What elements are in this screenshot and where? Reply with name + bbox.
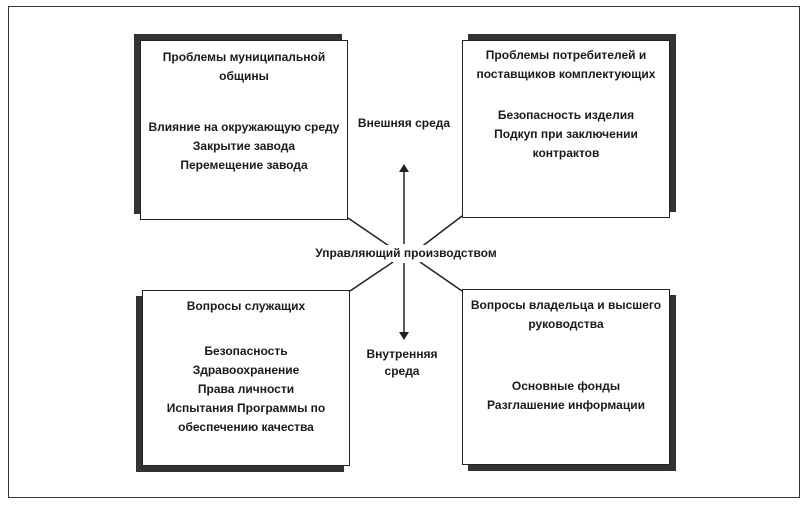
- list-item: Права личности: [197, 382, 295, 396]
- box-item-list: Безопасность изделия Подкуп при заключен…: [463, 106, 669, 163]
- internal-environment-label: Внутренняя среда: [366, 347, 438, 378]
- box-item-list: Безопасность Здравоохранение Права лично…: [143, 342, 349, 437]
- connector-bottom-left: [349, 261, 394, 292]
- box-title: Вопросы владельца и высшего руководства: [470, 298, 662, 331]
- list-item: Подкуп при заключении контрактов: [494, 127, 638, 160]
- list-item: Перемещение завода: [180, 158, 308, 172]
- box-employee-issues: Вопросы служащих Безопасность Здравоохра…: [142, 290, 350, 466]
- connector-top-left: [347, 217, 393, 249]
- list-item: Разглашение информации: [487, 398, 645, 412]
- list-item: Безопасность изделия: [497, 108, 635, 122]
- box-item-list: Влияние на окружающую среду Закрытие зав…: [141, 118, 347, 175]
- center-label: Управляющий производством: [284, 245, 528, 262]
- connector-top-right: [419, 215, 463, 249]
- diagram-frame: [8, 6, 800, 498]
- box-title: Вопросы служащих: [186, 299, 306, 313]
- box-consumer-supplier-issues: Проблемы потребителей и поставщиков комп…: [462, 40, 670, 218]
- list-item: Основные фонды: [511, 379, 621, 393]
- box-title: Проблемы муниципальной общины: [162, 50, 326, 83]
- box-item-list: Основные фонды Разглашение информации: [463, 377, 669, 415]
- box-title: Проблемы потребителей и поставщиков комп…: [476, 48, 656, 81]
- list-item: Здравоохранение: [192, 363, 300, 377]
- list-item: Безопасность: [204, 344, 288, 358]
- list-item: Влияние на окружающую среду: [148, 120, 340, 134]
- box-community-issues: Проблемы муниципальной общины Влияние на…: [140, 40, 348, 220]
- external-environment-label: Внешняя среда: [357, 116, 451, 130]
- connector-bottom-right: [419, 261, 463, 292]
- list-item: Закрытие завода: [192, 139, 296, 153]
- box-owner-management-issues: Вопросы владельца и высшего руководства …: [462, 289, 670, 465]
- list-item: Испытания Программы по обеспечению качес…: [166, 401, 326, 434]
